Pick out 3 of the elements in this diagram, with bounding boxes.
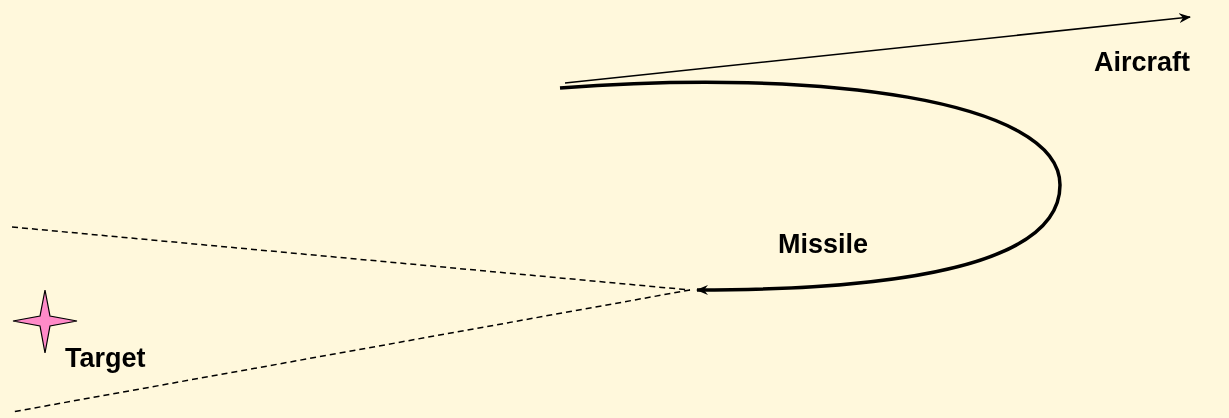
aircraft-label: Aircraft [1094, 49, 1191, 76]
target-label: Target [65, 345, 146, 372]
missile-label: Missile [778, 231, 869, 258]
